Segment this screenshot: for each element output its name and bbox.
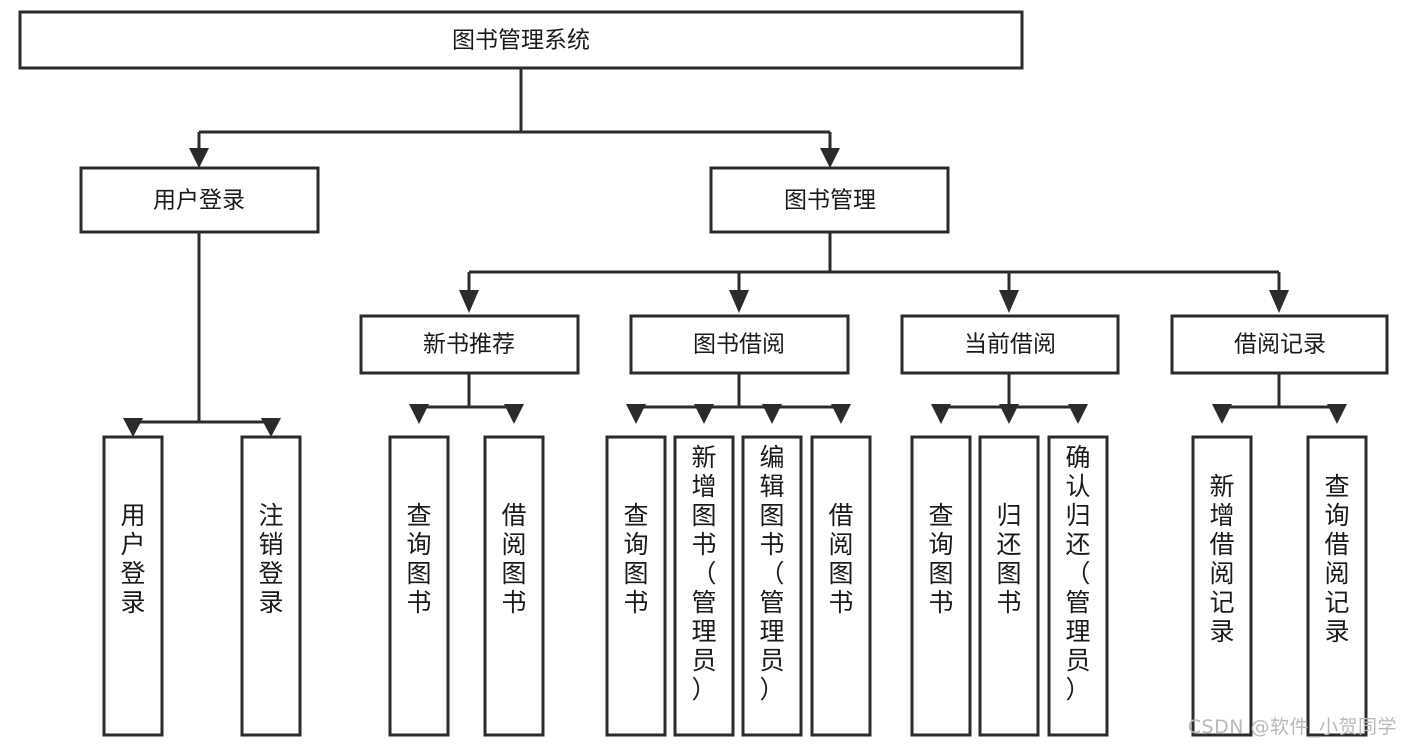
leaf-query-book-2[interactable]: 查询图书: [605, 435, 667, 737]
leaf-add-book[interactable]: 新增图书（管理员）: [673, 435, 735, 737]
leaf-edit-book-label: 编辑图书（管理员）: [759, 443, 784, 704]
node-current-borrow[interactable]: 当前借阅: [900, 314, 1120, 375]
leaf-return-book[interactable]: 归还图书: [978, 435, 1040, 737]
leaf-user-logout[interactable]: 注销登录: [240, 435, 302, 737]
node-new-book-recommend[interactable]: 新书推荐: [359, 314, 580, 375]
arrowhead-leaf-user-login: [123, 418, 143, 437]
arrowhead-leaf-borrow-book-1: [504, 404, 524, 424]
arrowhead-current-borrow: [999, 290, 1019, 313]
arrowhead-leaf-user-logout: [261, 418, 281, 437]
leaf-add-book-box[interactable]: [673, 435, 735, 737]
leaf-query-book-3-box[interactable]: [910, 435, 972, 737]
leaf-borrow-book-2[interactable]: 借阅图书: [810, 435, 872, 737]
leaf-borrow-book-2-label: 借阅图书: [828, 501, 853, 617]
leaf-confirm-return[interactable]: 确认归还（管理员）: [1047, 435, 1109, 737]
arrowhead-leaf-return-book: [999, 404, 1019, 424]
leaf-borrow-book-1-label: 借阅图书: [501, 501, 526, 617]
leaf-return-book-box[interactable]: [978, 435, 1040, 737]
leaf-query-record-box[interactable]: [1306, 435, 1368, 737]
node-current-borrow-box[interactable]: [900, 314, 1120, 375]
arrowhead-book-borrow: [729, 290, 749, 313]
node-user-login[interactable]: 用户登录: [79, 166, 320, 234]
node-root-label: 图书管理系统: [452, 28, 590, 54]
arrowhead-leaf-add-book: [694, 404, 714, 424]
node-book-manage-label: 图书管理: [784, 188, 876, 214]
leaf-query-book-1-label: 查询图书: [406, 501, 431, 617]
arrowhead-leaf-query-record: [1327, 404, 1347, 424]
leaf-user-login[interactable]: 用户登录: [102, 435, 164, 737]
arrowhead-user-login: [189, 148, 209, 168]
leaf-query-book-2-label: 查询图书: [623, 501, 648, 617]
node-new-book-recommend-box[interactable]: [359, 314, 580, 375]
node-book-manage-box[interactable]: [709, 166, 950, 234]
leaf-query-book-2-box[interactable]: [605, 435, 667, 737]
node-borrow-record-label: 借阅记录: [1234, 332, 1326, 358]
arrowhead-leaf-edit-book: [762, 404, 782, 424]
leaf-user-logout-box[interactable]: [240, 435, 302, 737]
leaf-add-record-label: 新增借阅记录: [1209, 472, 1234, 646]
leaf-edit-book-box[interactable]: [741, 435, 803, 737]
leaf-user-login-label: 用户登录: [120, 501, 145, 617]
leaf-query-record[interactable]: 查询借阅记录: [1306, 435, 1368, 737]
leaf-borrow-book-1[interactable]: 借阅图书: [483, 435, 545, 737]
leaf-confirm-return-label: 确认归还（管理员）: [1065, 443, 1090, 704]
node-user-login-label: 用户登录: [153, 188, 245, 214]
leaf-borrow-book-1-box[interactable]: [483, 435, 545, 737]
node-book-borrow[interactable]: 图书借阅: [629, 314, 850, 375]
leaf-add-record-box[interactable]: [1191, 435, 1253, 737]
leaf-query-book-1[interactable]: 查询图书: [388, 435, 450, 737]
node-current-borrow-label: 当前借阅: [964, 332, 1056, 358]
node-new-book-recommend-label: 新书推荐: [423, 332, 515, 358]
node-root[interactable]: 图书管理系统: [18, 10, 1024, 70]
node-book-manage[interactable]: 图书管理: [709, 166, 950, 234]
node-book-borrow-box[interactable]: [629, 314, 850, 375]
arrowhead-leaf-query-book-2: [626, 404, 646, 424]
connector-layer: [123, 68, 1347, 437]
node-root-box[interactable]: [18, 10, 1024, 70]
leaf-query-book-1-box[interactable]: [388, 435, 450, 737]
leaf-add-record[interactable]: 新增借阅记录: [1191, 435, 1253, 737]
arrowhead-leaf-confirm-return: [1068, 404, 1088, 424]
arrowhead-new-book-recommend: [459, 290, 479, 313]
arrowhead-leaf-borrow-book-2: [831, 404, 851, 424]
leaf-confirm-return-box[interactable]: [1047, 435, 1109, 737]
arrowhead-borrow-record: [1269, 290, 1289, 313]
arrowhead-leaf-query-book-3: [931, 404, 951, 424]
leaf-borrow-book-2-box[interactable]: [810, 435, 872, 737]
arrowhead-leaf-query-book-1: [409, 404, 429, 424]
node-user-login-box[interactable]: [79, 166, 320, 234]
leaf-user-login-box[interactable]: [102, 435, 164, 737]
node-borrow-record-box[interactable]: [1170, 314, 1389, 375]
leaf-user-logout-label: 注销登录: [258, 501, 283, 617]
arrowhead-leaf-add-record: [1212, 404, 1232, 424]
leaf-query-book-3[interactable]: 查询图书: [910, 435, 972, 737]
leaf-query-book-3-label: 查询图书: [928, 501, 953, 617]
arrowhead-book-manage: [820, 148, 840, 168]
leaf-return-book-label: 归还图书: [996, 501, 1021, 617]
node-borrow-record[interactable]: 借阅记录: [1170, 314, 1389, 375]
leaf-query-record-label: 查询借阅记录: [1324, 472, 1349, 646]
leaf-add-book-label: 新增图书（管理员）: [691, 443, 716, 704]
leaf-edit-book[interactable]: 编辑图书（管理员）: [741, 435, 803, 737]
node-book-borrow-label: 图书借阅: [693, 332, 785, 358]
